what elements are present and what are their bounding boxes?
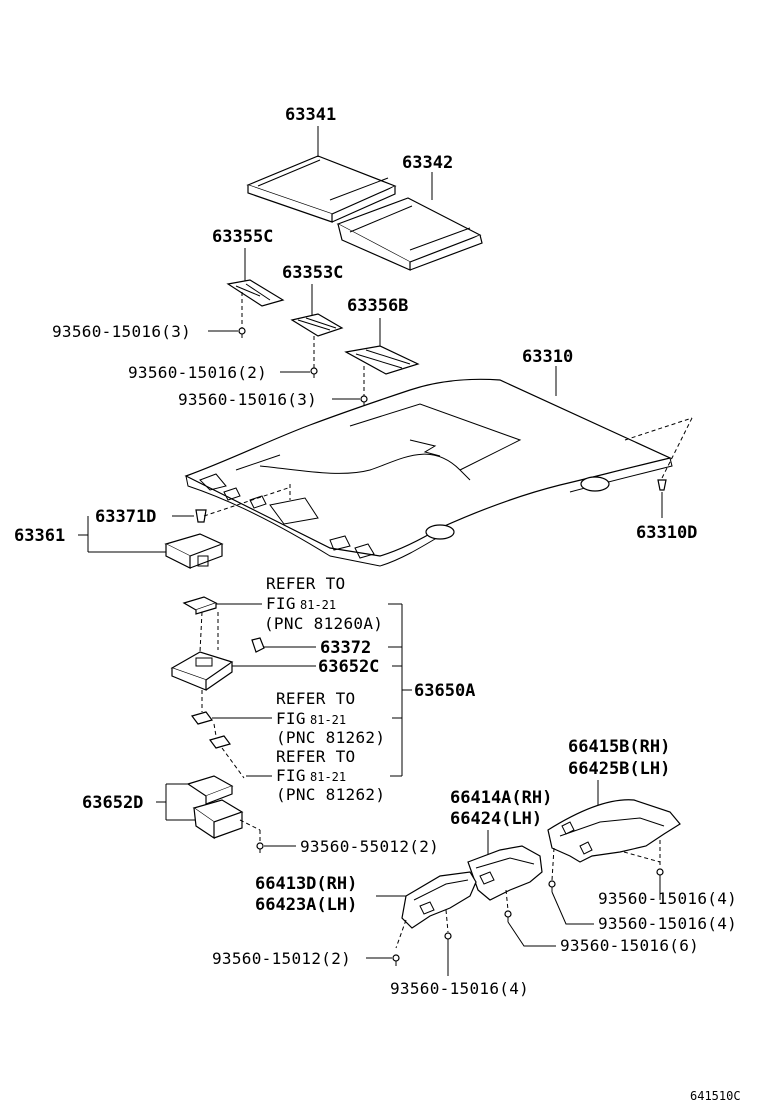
label-66423a: 66423A(LH) <box>255 895 357 915</box>
screw-icon <box>548 880 556 892</box>
sunshade-panel-63341 <box>246 155 397 223</box>
label-63361: 63361 <box>14 526 65 546</box>
label-66424: 66424(LH) <box>450 809 542 829</box>
lens-part-ref1 <box>182 596 218 615</box>
label-66414a: 66414A(RH) <box>450 788 552 808</box>
label-63372: 63372 <box>320 638 371 658</box>
ref1-fig-num: 81-21 <box>300 598 336 612</box>
label-63341: 63341 <box>285 105 336 125</box>
ref3-fig: FIG <box>276 766 306 785</box>
trim-66415b <box>547 799 681 863</box>
trim-66413d <box>401 871 477 929</box>
ref2-fig: FIG <box>276 709 306 728</box>
lens-part-ref2 <box>190 711 214 725</box>
lamp-part-63652d-lower <box>192 799 244 840</box>
label-screw-1: 93560-15016(3) <box>52 322 191 341</box>
screw-icon <box>656 868 664 880</box>
screw-icon <box>392 954 400 966</box>
label-66425b: 66425B(LH) <box>568 759 670 779</box>
label-screw-6: 93560-15016(4) <box>598 914 737 933</box>
label-screw-9: 93560-15016(4) <box>390 979 529 998</box>
ref2-refer: REFER TO <box>276 689 355 708</box>
bracket-63353c <box>290 313 344 337</box>
label-63355c: 63355C <box>212 227 273 247</box>
sunshade-panel-63342 <box>336 197 483 271</box>
ref1-fig: FIG <box>266 594 296 613</box>
ref3-pnc: (PNC 81262) <box>276 785 385 804</box>
ref2-pnc: (PNC 81262) <box>276 728 385 747</box>
label-66413d: 66413D(RH) <box>255 874 357 894</box>
bracket-63356b <box>344 345 420 375</box>
label-63652d: 63652D <box>82 793 143 813</box>
label-66415b: 66415B(RH) <box>568 737 670 757</box>
label-63310: 63310 <box>522 347 573 367</box>
label-screw-5: 93560-15016(4) <box>598 889 737 908</box>
label-63342: 63342 <box>402 153 453 173</box>
label-63353c: 63353C <box>282 263 343 283</box>
lens-part-ref3 <box>208 735 232 749</box>
label-63650a: 63650A <box>414 681 475 701</box>
label-63371d: 63371D <box>95 507 156 527</box>
label-screw-7: 93560-15016(6) <box>560 936 699 955</box>
ref1-pnc: (PNC 81260A) <box>264 614 383 633</box>
lamp-part-63652d-upper <box>186 775 234 805</box>
screw-icon <box>238 327 246 338</box>
ref3-refer: REFER TO <box>276 747 355 766</box>
label-screw-3: 93560-15016(3) <box>178 390 317 409</box>
headliner-63310 <box>184 378 673 567</box>
label-63652c: 63652C <box>318 657 379 677</box>
trim-66414a <box>467 845 543 901</box>
label-screw-4: 93560-55012(2) <box>300 837 439 856</box>
screw-icon <box>256 842 264 853</box>
screw-icon <box>310 367 318 378</box>
clip-icon <box>657 479 667 491</box>
ref2-fig-num: 81-21 <box>310 713 346 727</box>
clip-icon <box>195 509 207 523</box>
room-lamp-63652c <box>170 651 234 691</box>
bracket-63355c <box>226 279 285 307</box>
label-screw-2: 93560-15016(2) <box>128 363 267 382</box>
ref3-fig-num: 81-21 <box>310 770 346 784</box>
label-screw-8: 93560-15012(2) <box>212 949 351 968</box>
clip-icon <box>251 637 265 653</box>
diagram-code: 641510C <box>690 1089 741 1103</box>
screw-icon <box>504 910 512 922</box>
ref1-refer: REFER TO <box>266 574 345 593</box>
map-lamp-63361 <box>164 533 224 569</box>
label-63356b: 63356B <box>347 296 408 316</box>
label-63310d: 63310D <box>636 523 697 543</box>
screw-icon <box>444 932 452 944</box>
